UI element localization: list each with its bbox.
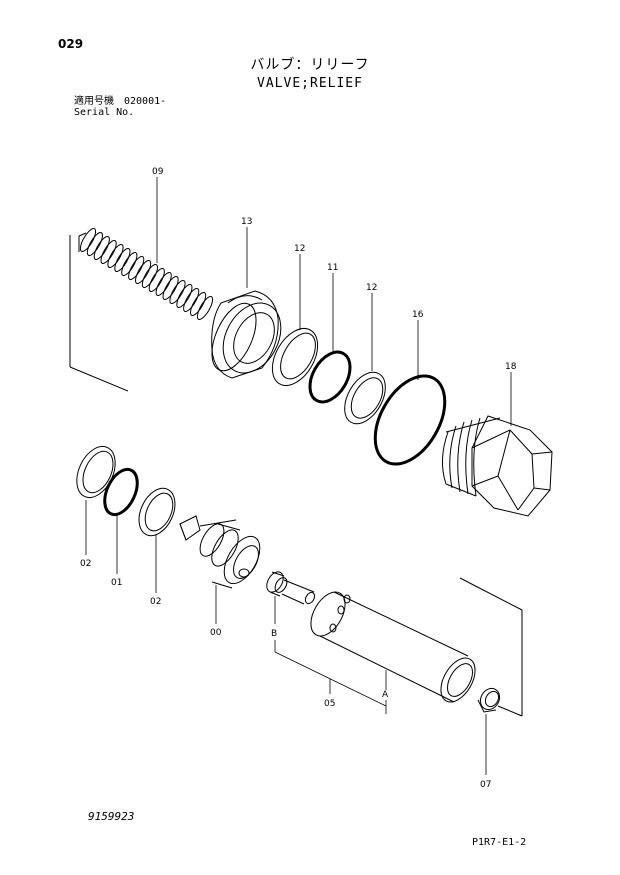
part-sleeve-a	[310, 591, 476, 703]
spring-coil	[148, 268, 165, 292]
serial-label-japanese: 適用号機 020001-	[74, 96, 167, 107]
part-piston-b	[266, 571, 316, 605]
callout-11: 11	[327, 263, 338, 273]
spring-coil	[79, 228, 97, 252]
part-01-o-ring	[103, 467, 139, 517]
part-11-o-ring	[308, 350, 352, 404]
callout-09: 09	[152, 167, 164, 177]
spring-coil	[114, 248, 131, 272]
part-09-spring	[78, 228, 214, 320]
callout-18: 18	[505, 362, 517, 372]
part-16-o-ring	[373, 374, 447, 466]
spring-coil	[107, 244, 124, 268]
part-02-backup-ring-left	[76, 445, 116, 499]
spring-coil	[190, 292, 207, 316]
callout-02-left: 02	[80, 559, 91, 569]
spring-coil	[162, 276, 179, 300]
callout-05: 05	[324, 699, 335, 709]
page-number: 029	[58, 37, 84, 51]
callout-13: 13	[241, 217, 252, 227]
part-13-seat	[211, 290, 282, 379]
part-07-small-plug	[477, 687, 501, 713]
callout-b: B	[271, 629, 277, 639]
drawing-number: 9159923	[88, 810, 135, 823]
part-12-backup-ring-upper	[271, 328, 319, 386]
callout-12-lower: 12	[366, 283, 377, 293]
spring-coil	[196, 296, 214, 320]
spring-coil	[155, 272, 172, 296]
spring-coil	[135, 260, 152, 284]
spring-coil	[169, 280, 186, 304]
callout-07: 07	[480, 780, 491, 790]
callout-00: 00	[210, 628, 222, 638]
callout-16: 16	[412, 310, 424, 320]
title-japanese: バルブ：リリーフ	[250, 57, 370, 73]
callout-02-right: 02	[150, 597, 161, 607]
spring-coil	[86, 232, 103, 256]
spring-coil	[141, 264, 158, 288]
spring-coil	[176, 284, 193, 308]
part-00-poppet	[179, 515, 261, 589]
spring-coil	[128, 256, 145, 280]
callout-01: 01	[111, 578, 122, 588]
part-02-backup-ring-right	[138, 487, 176, 537]
page-code: P1R7-E1-2	[472, 837, 527, 848]
spring-bracket-lines	[69, 235, 129, 392]
callout-a: A	[382, 690, 389, 700]
spring-coil	[183, 288, 200, 312]
part-18-plug	[442, 415, 553, 517]
callout-leader-lines	[85, 177, 512, 775]
spring-coil	[100, 240, 117, 264]
part-12-backup-ring-lower	[344, 371, 386, 425]
title-english: VALVE;RELIEF	[257, 76, 363, 91]
callout-12-upper: 12	[294, 244, 305, 254]
spring-coil	[93, 236, 110, 260]
assembly-center-lines	[459, 577, 523, 717]
serial-label-english: Serial No.	[74, 107, 135, 118]
spring-coil	[121, 252, 138, 276]
